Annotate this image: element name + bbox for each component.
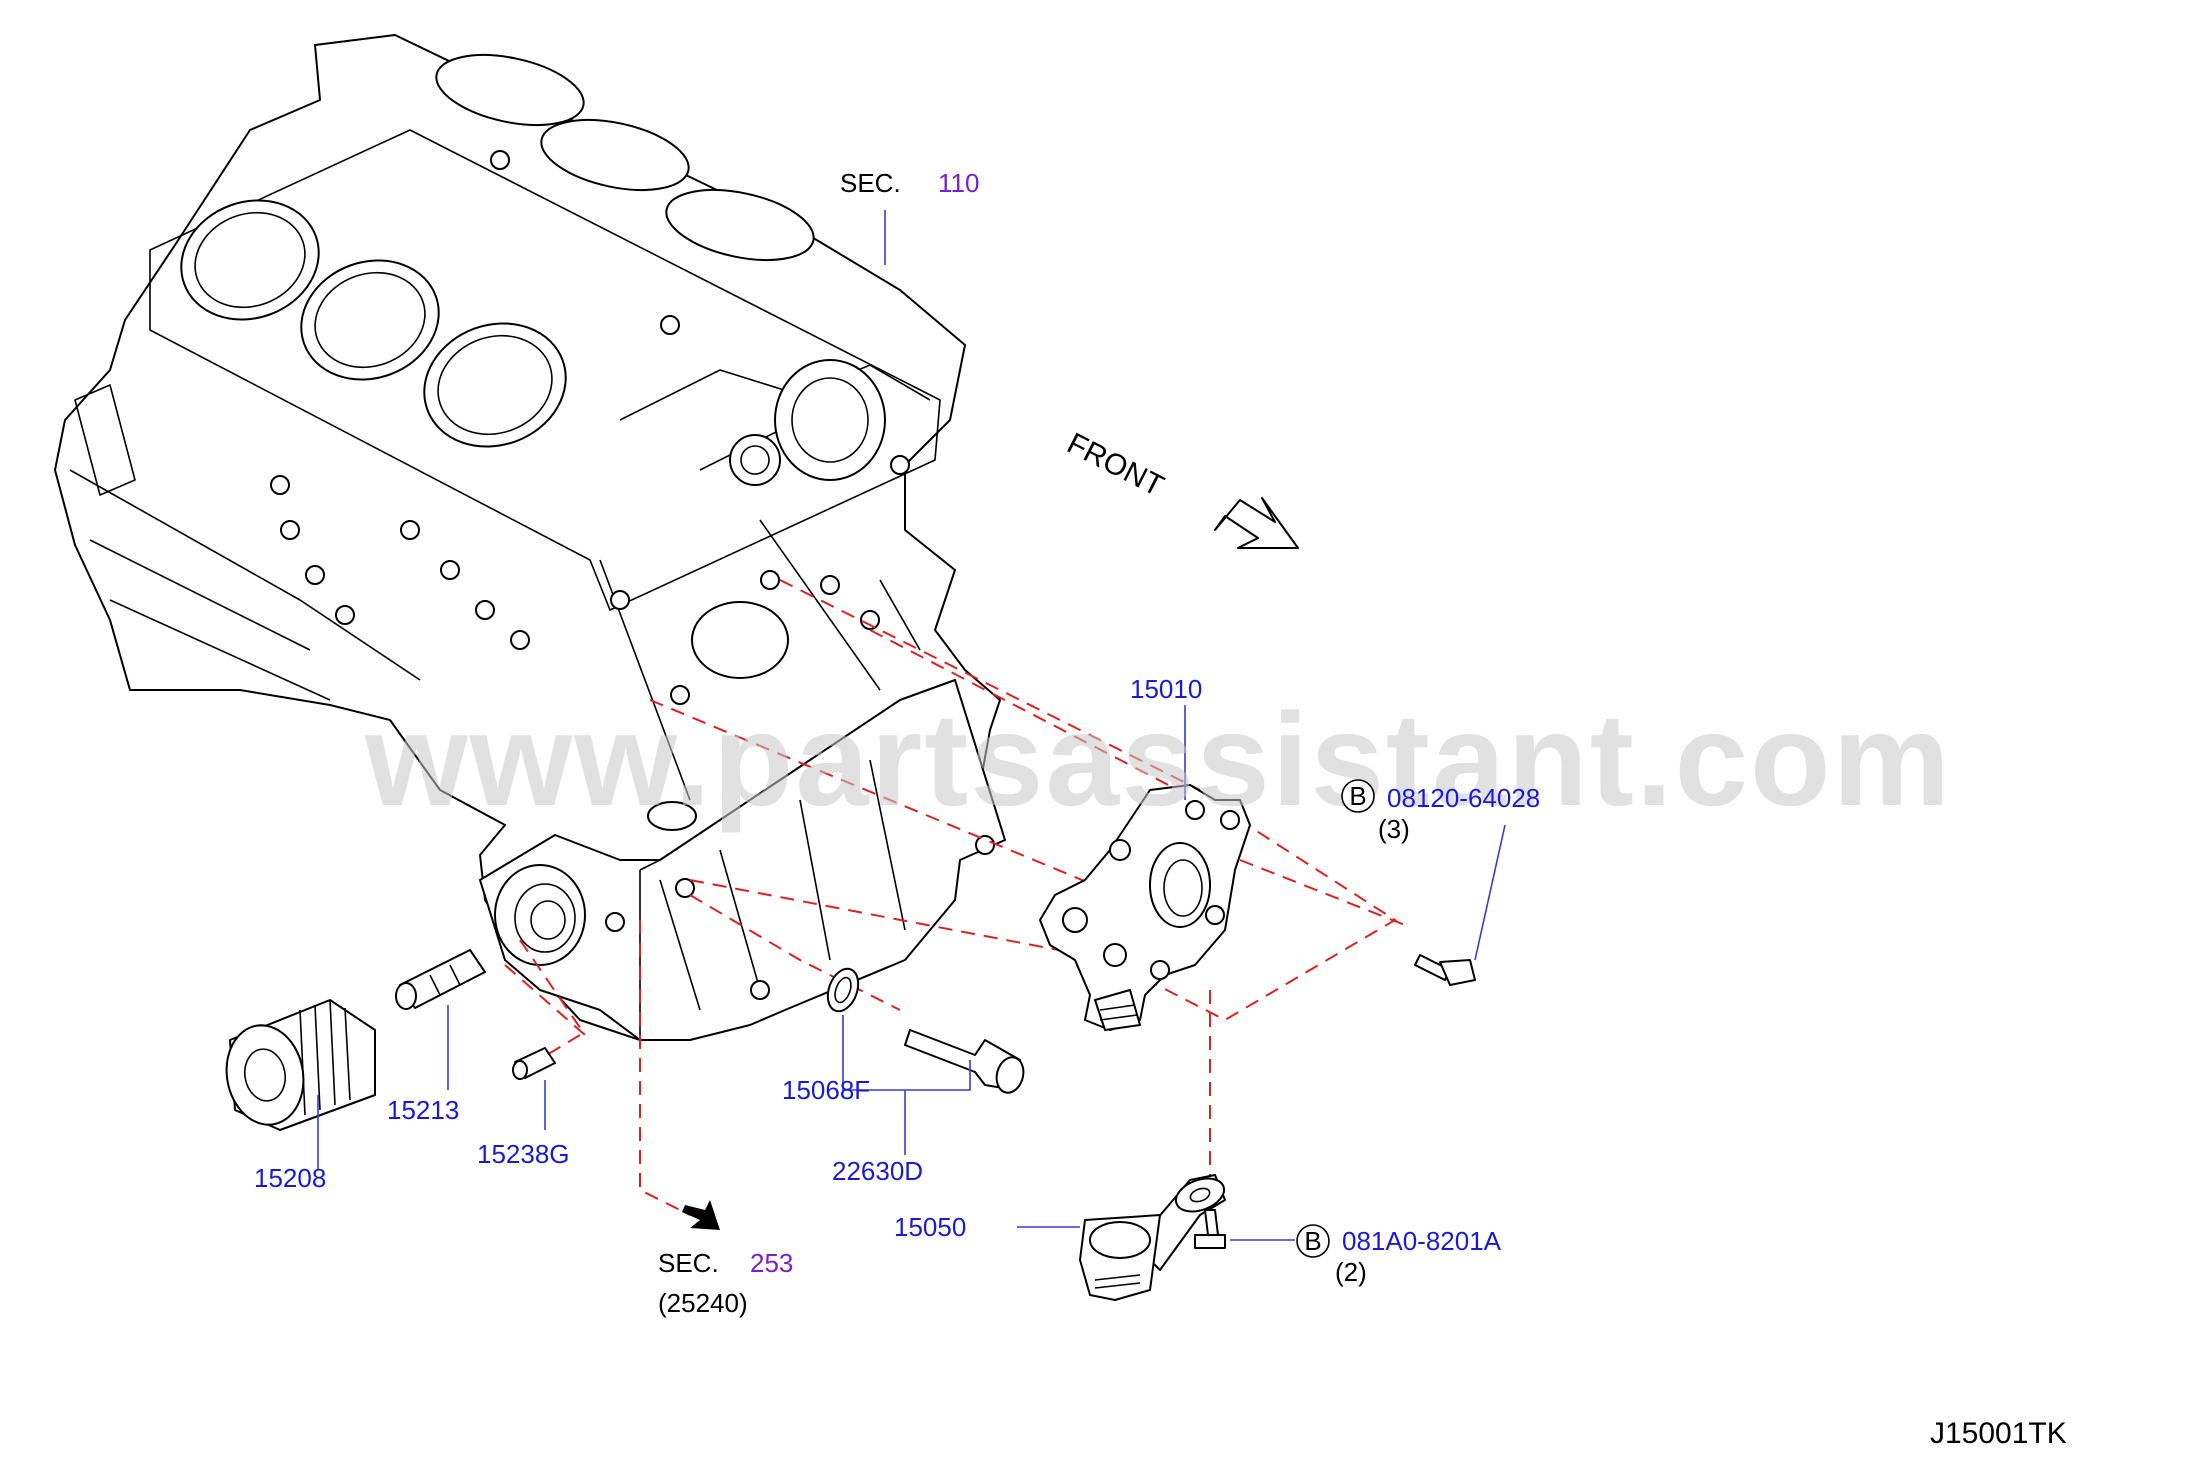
section-110-number[interactable]: 110 — [938, 168, 979, 198]
bolt-081a0-8201a — [1194, 1209, 1226, 1249]
plug-15238g — [512, 1047, 556, 1080]
bolt-08120-64028 — [1414, 954, 1476, 986]
bolt-qty-b1: (3) — [1378, 814, 1410, 844]
o-ring-15068f — [826, 967, 860, 1013]
section-110-prefix: SEC. — [840, 168, 901, 198]
oil-strainer-15050 — [1079, 1174, 1226, 1301]
section-253-sub: (25240) — [658, 1288, 748, 1318]
part-label-15208[interactable]: 15208 — [254, 1163, 326, 1193]
watermark: www.partsassistant.com — [364, 686, 1952, 833]
engine-block — [54, 34, 1001, 1041]
section-arrow-icon — [682, 1200, 720, 1230]
part-label-08120-64028[interactable]: 08120-64028 — [1387, 783, 1540, 813]
bolt-marker-b2 — [1296, 1224, 1330, 1258]
bolt-marker-b2-letter: B — [1304, 1226, 1321, 1256]
part-label-15050[interactable]: 15050 — [894, 1212, 966, 1242]
part-label-081a0-8201a[interactable]: 081A0-8201A — [1342, 1226, 1502, 1256]
front-direction-arrow: FRONT — [1062, 427, 1299, 549]
part-label-15068f[interactable]: 15068F — [782, 1075, 870, 1105]
leader-lines — [317, 210, 1506, 1241]
section-253-number[interactable]: 253 — [750, 1248, 793, 1278]
diagram-code: J15001TK — [1930, 1417, 2067, 1450]
part-label-15238g[interactable]: 15238G — [477, 1139, 570, 1169]
oil-filter-15208 — [225, 999, 376, 1131]
front-label: FRONT — [1062, 427, 1169, 503]
bolt-marker-b1-letter: B — [1349, 781, 1366, 811]
bolt-qty-b2: (2) — [1335, 1257, 1367, 1287]
part-label-15010[interactable]: 15010 — [1130, 674, 1202, 704]
oil-pan — [479, 679, 1006, 1041]
sensor-22630d — [904, 1029, 1025, 1094]
part-label-22630d[interactable]: 22630D — [832, 1156, 923, 1186]
connector-15213 — [395, 949, 486, 1010]
part-label-15213[interactable]: 15213 — [387, 1095, 459, 1125]
section-253-prefix: SEC. — [658, 1248, 719, 1278]
oil-pump-15010 — [1039, 784, 1251, 1031]
bolt-marker-b1 — [1341, 779, 1375, 813]
